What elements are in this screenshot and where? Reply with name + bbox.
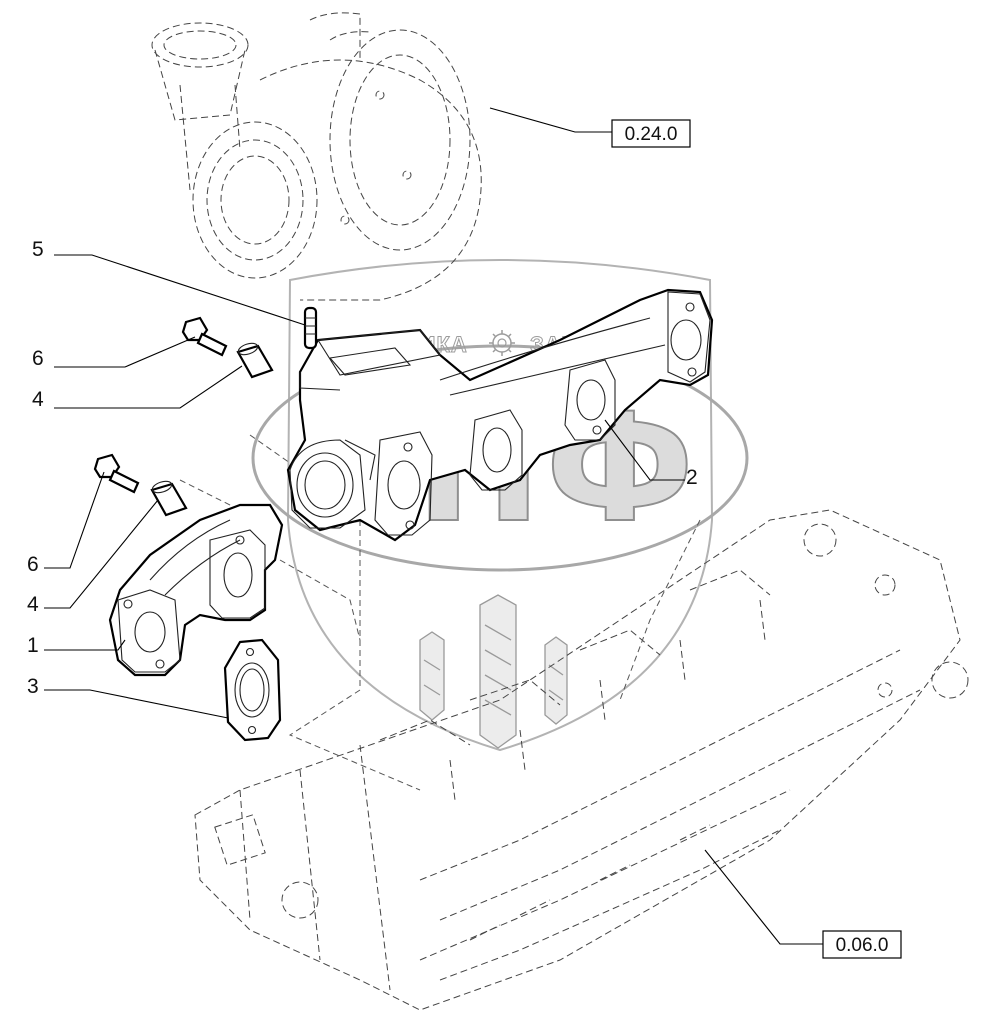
callout-6-lower: 6 bbox=[27, 553, 39, 576]
exhaust-manifold-front bbox=[108, 503, 284, 677]
bolt-lower bbox=[93, 453, 140, 494]
watermark-shield bbox=[286, 259, 714, 752]
gear-icon bbox=[489, 330, 515, 356]
turbocharger-ghost bbox=[151, 12, 482, 301]
ref-turbo-box[interactable]: 0.24.0 bbox=[611, 119, 691, 148]
cylinder-head-ghost bbox=[194, 509, 969, 1011]
ref-head-box[interactable]: 0.06.0 bbox=[822, 930, 902, 959]
callout-labels: 5 6 4 2 6 4 1 3 bbox=[27, 238, 698, 698]
callout-6-upper: 6 bbox=[32, 347, 44, 370]
leader-lines bbox=[44, 107, 823, 945]
spacer-lower bbox=[150, 480, 188, 517]
callout-5: 5 bbox=[32, 238, 44, 261]
callout-3: 3 bbox=[27, 675, 39, 698]
stud bbox=[303, 306, 318, 350]
exhaust-manifold-rear bbox=[286, 288, 714, 542]
wheat-emblem bbox=[419, 594, 568, 749]
bolt-upper bbox=[181, 316, 228, 357]
spacer-upper bbox=[236, 342, 274, 379]
callout-1: 1 bbox=[27, 634, 39, 657]
callout-2: 2 bbox=[686, 466, 698, 489]
ref-head-label: 0.06.0 bbox=[836, 935, 889, 956]
callout-4-lower: 4 bbox=[27, 593, 39, 616]
ref-turbo-label: 0.24.0 bbox=[625, 124, 678, 145]
callout-4-upper: 4 bbox=[32, 388, 44, 411]
gasket bbox=[223, 638, 282, 742]
